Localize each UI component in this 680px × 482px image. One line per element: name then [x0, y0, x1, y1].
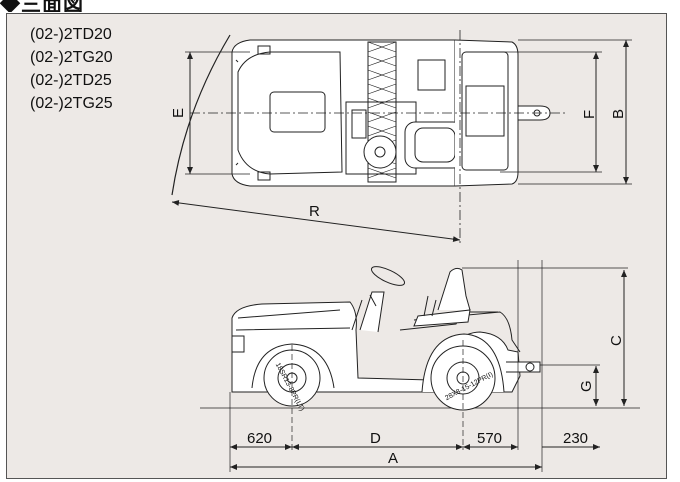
top-view [171, 30, 632, 245]
model-list: (02-)2TD20 (02-)2TG20 (02-)2TD25 (02-)2T… [30, 23, 113, 115]
tow-hitch-side [506, 361, 541, 373]
dim-label-g: G [578, 380, 595, 392]
dim-label-b: B [610, 109, 627, 119]
steering-column [359, 291, 385, 333]
section-heading: ◆三面図 [0, 0, 84, 12]
dim-label-a: A [388, 450, 398, 467]
model-label: (02-)2TD20 [30, 26, 112, 43]
r-dimension-line [171, 199, 461, 243]
drawing-panel [6, 13, 667, 479]
seat-side [437, 267, 471, 311]
model-label: (02-)2TG25 [30, 95, 113, 112]
dim-label-r: R [309, 203, 320, 220]
steering-wheel-top [363, 135, 397, 169]
dim-label-570: 570 [477, 430, 502, 447]
model-label: (02-)2TD25 [30, 72, 112, 89]
steering-wheel-side [370, 266, 406, 286]
turning-radius-arc [171, 34, 231, 196]
dim-label-e: E [170, 108, 187, 118]
side-view [200, 260, 640, 472]
dim-label-230: 230 [563, 430, 588, 447]
dim-label-c: C [608, 335, 625, 346]
dim-label-f: F [581, 110, 598, 119]
dim-label-d: D [370, 430, 381, 447]
dim-label-620: 620 [247, 430, 272, 447]
model-label: (02-)2TG20 [30, 49, 113, 66]
seat-top [404, 121, 464, 169]
